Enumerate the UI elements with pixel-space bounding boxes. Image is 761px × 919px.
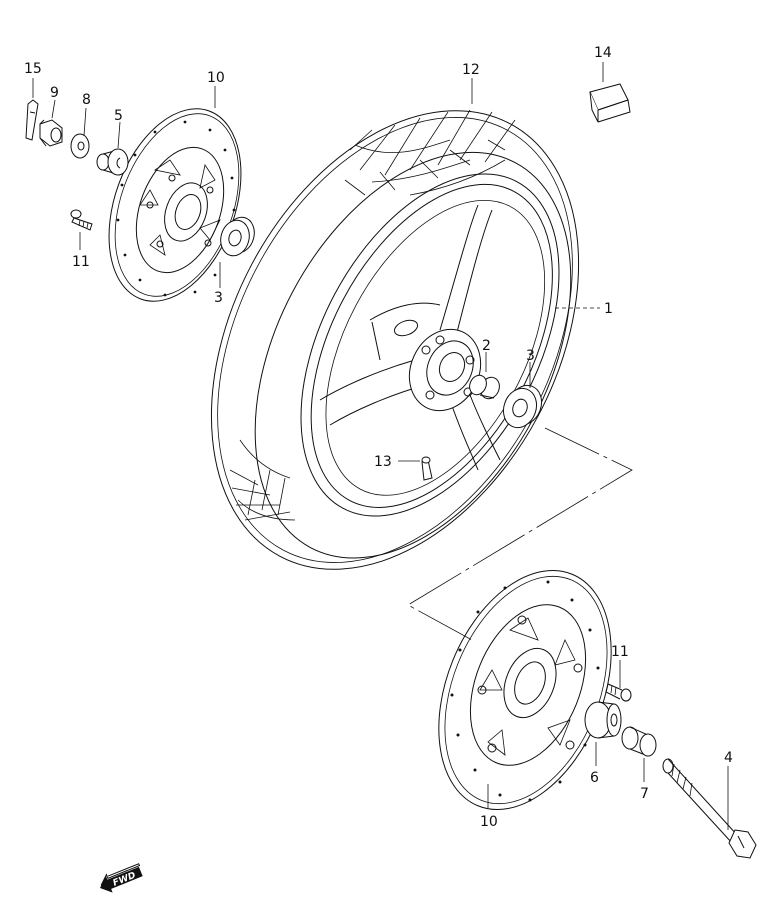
callout-15: 15 [24, 61, 42, 77]
brake-disc-lower [438, 569, 612, 811]
callout-14: 14 [594, 45, 612, 61]
callout-2: 2 [482, 338, 491, 354]
bolt-part-11-upper [70, 209, 93, 231]
callout-13: 13 [374, 454, 392, 470]
callout-7: 7 [640, 786, 649, 802]
washer-part-8 [70, 133, 90, 159]
callout-9: 9 [50, 85, 59, 101]
callout-8: 8 [82, 92, 91, 108]
callout-12: 12 [462, 62, 480, 78]
leader-lines [32, 62, 729, 830]
spacer-part-5 [96, 148, 129, 176]
spacer-part-7 [621, 726, 657, 757]
callout-11-lower: 11 [611, 644, 629, 660]
bearing-part-3-right [502, 384, 543, 429]
callout-10-lower: 10 [480, 814, 498, 830]
callout-4: 4 [724, 750, 733, 766]
spacer-part-2 [469, 374, 500, 400]
tire-tread-top [344, 109, 516, 196]
callout-11-upper: 11 [72, 254, 90, 270]
callout-3-right: 3 [526, 348, 535, 364]
fwd-arrow-icon: FWD [100, 863, 143, 893]
callout-5: 5 [114, 108, 123, 124]
bearing-part-3-left [220, 216, 255, 257]
wheel-spokes [319, 204, 501, 471]
callout-1: 1 [604, 301, 613, 317]
tire-part [210, 110, 580, 570]
callout-6: 6 [590, 770, 599, 786]
callout-labels: 1 2 3 3 4 5 6 7 8 9 10 10 11 11 12 13 14… [24, 45, 733, 830]
bolt-part-11-lower [605, 683, 632, 702]
tire-tread-bottom [229, 439, 296, 521]
collar-part-6 [584, 701, 622, 739]
valve-part-13 [421, 456, 433, 481]
wheel-hub [393, 319, 482, 412]
axle-part-4 [662, 758, 757, 859]
cap-part-14 [589, 83, 631, 123]
cotter-pin-part-15 [25, 99, 39, 141]
nut-part-9 [39, 119, 63, 147]
callout-3-left: 3 [214, 290, 223, 306]
brake-disc-upper [108, 108, 242, 302]
callout-10-upper: 10 [207, 70, 225, 86]
